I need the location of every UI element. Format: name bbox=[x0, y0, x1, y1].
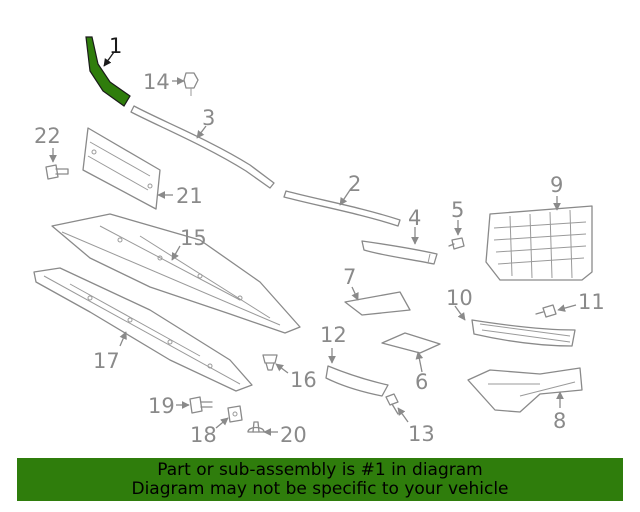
callout-16[interactable]: 16 bbox=[290, 368, 317, 392]
part-16-clip[interactable] bbox=[262, 354, 278, 371]
part-10-grille-lower[interactable] bbox=[471, 319, 576, 347]
part-2-molding[interactable] bbox=[283, 190, 401, 227]
part-14-clip[interactable] bbox=[183, 72, 199, 96]
callout-20[interactable]: 20 bbox=[280, 423, 307, 447]
callout-11[interactable]: 11 bbox=[578, 290, 605, 314]
callout-2[interactable]: 2 bbox=[348, 172, 361, 196]
part-21-license-bracket[interactable] bbox=[82, 127, 161, 210]
part-17-lower-cover[interactable] bbox=[33, 267, 253, 392]
leader-11 bbox=[557, 304, 577, 312]
part-7-bracket[interactable] bbox=[344, 291, 411, 316]
part-4-trim[interactable] bbox=[361, 240, 438, 265]
callout-8[interactable]: 8 bbox=[553, 409, 566, 433]
callout-6[interactable]: 6 bbox=[415, 370, 428, 394]
part-5-clip[interactable] bbox=[448, 237, 465, 250]
leader-2 bbox=[339, 189, 351, 206]
callout-19[interactable]: 19 bbox=[148, 394, 175, 418]
callout-5[interactable]: 5 bbox=[451, 198, 464, 222]
part-8-duct[interactable] bbox=[467, 367, 583, 413]
leader-13 bbox=[397, 407, 409, 423]
leader-1 bbox=[103, 51, 115, 67]
footer-banner: Part or sub-assembly is #1 in diagram Di… bbox=[17, 458, 623, 501]
part-13-bolt[interactable] bbox=[385, 393, 399, 415]
callout-3[interactable]: 3 bbox=[202, 106, 215, 130]
leader-7 bbox=[351, 286, 359, 301]
leader-17 bbox=[119, 331, 127, 347]
part-1-molding[interactable] bbox=[85, 36, 131, 107]
leader-6 bbox=[415, 351, 424, 373]
callout-12[interactable]: 12 bbox=[320, 323, 347, 347]
callout-14[interactable]: 14 bbox=[143, 70, 170, 94]
callout-9[interactable]: 9 bbox=[550, 173, 563, 197]
callout-15[interactable]: 15 bbox=[180, 226, 207, 250]
part-18-nut[interactable] bbox=[227, 405, 243, 423]
callout-18[interactable]: 18 bbox=[190, 423, 217, 447]
part-12-trim[interactable] bbox=[325, 365, 389, 397]
callout-21[interactable]: 21 bbox=[176, 184, 203, 208]
part-6-bracket[interactable] bbox=[381, 332, 441, 354]
part-3-molding[interactable] bbox=[130, 105, 275, 189]
footer-line-2: Diagram may not be specific to your vehi… bbox=[131, 478, 509, 499]
leader-18 bbox=[215, 417, 229, 429]
part-11-screw[interactable] bbox=[535, 304, 557, 318]
part-15-undercover[interactable] bbox=[51, 213, 301, 334]
callout-17[interactable]: 17 bbox=[93, 349, 120, 373]
footer-line-1: Part or sub-assembly is #1 in diagram bbox=[157, 459, 483, 480]
part-19-bolt[interactable] bbox=[189, 396, 213, 414]
callout-13[interactable]: 13 bbox=[408, 422, 435, 446]
callout-7[interactable]: 7 bbox=[343, 265, 356, 289]
leader-3 bbox=[196, 125, 207, 139]
callout-10[interactable]: 10 bbox=[446, 286, 473, 310]
leader-10 bbox=[454, 305, 466, 321]
callout-22[interactable]: 22 bbox=[34, 124, 61, 148]
part-9-grille[interactable] bbox=[485, 205, 593, 281]
callout-1[interactable]: 1 bbox=[109, 34, 122, 58]
part-22-bolt[interactable] bbox=[45, 164, 69, 180]
leader-15 bbox=[171, 245, 181, 261]
leader-16 bbox=[275, 363, 289, 374]
part-20-rivet[interactable] bbox=[247, 421, 265, 433]
callout-4[interactable]: 4 bbox=[408, 206, 421, 230]
